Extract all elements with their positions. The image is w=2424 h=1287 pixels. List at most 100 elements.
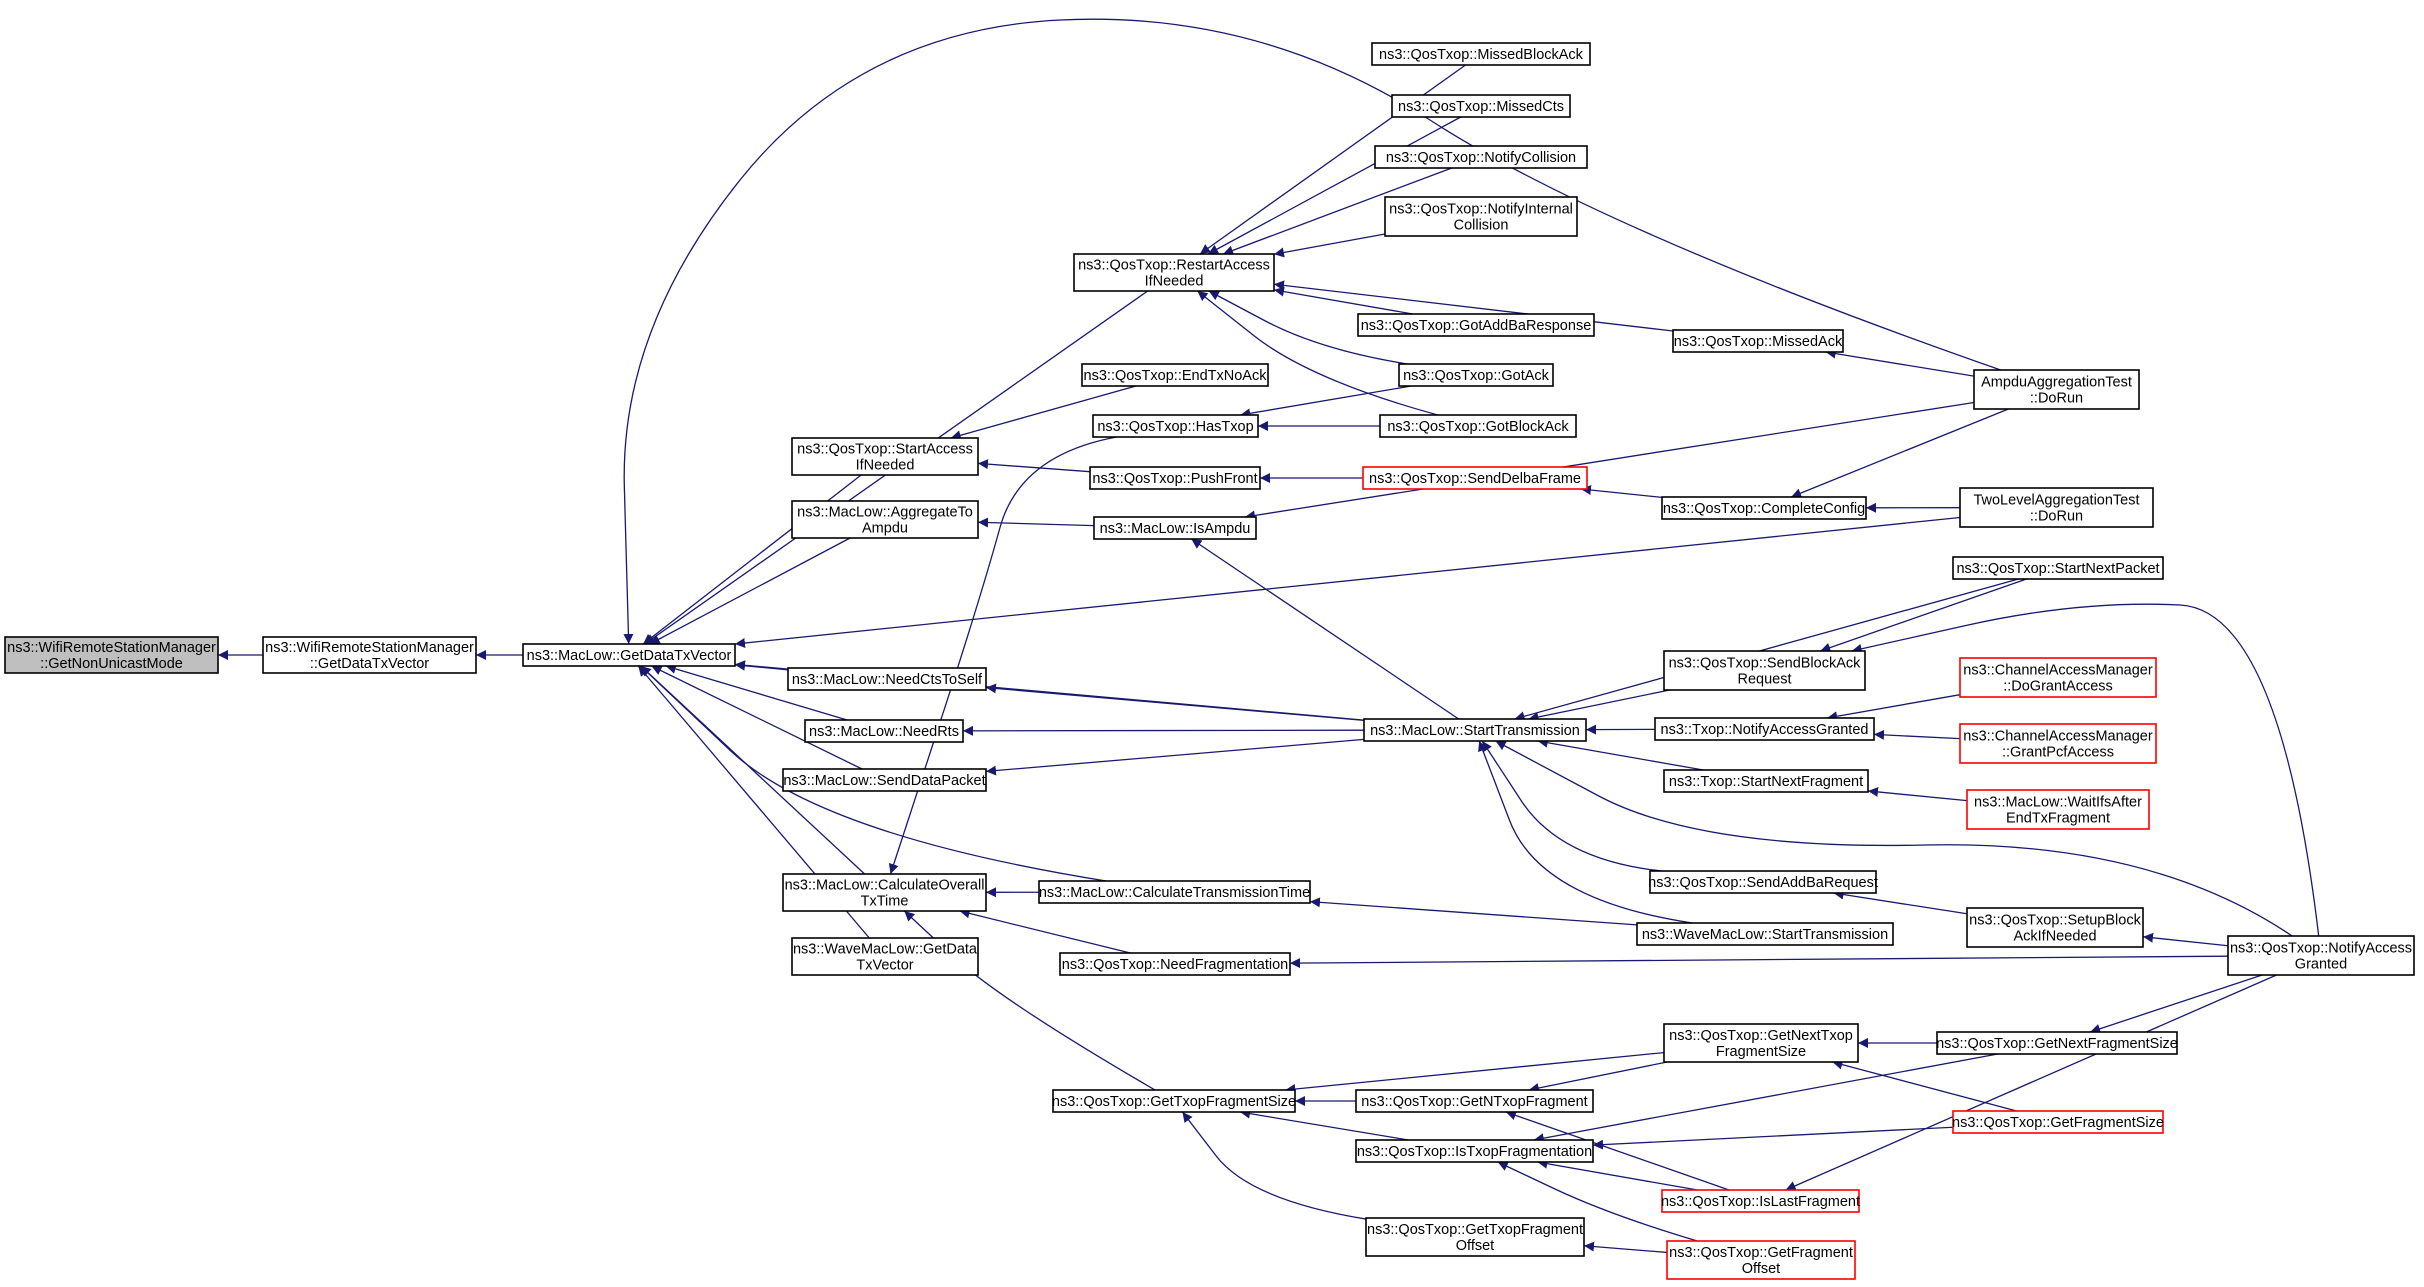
node-wrsm-get-data-tx-vector[interactable]: ns3::WifiRemoteStationManager::GetDataTx… bbox=[262, 636, 477, 674]
node-wave-start-transmission[interactable]: ns3::WaveMacLow::StartTransmission bbox=[1636, 922, 1894, 946]
call-edge bbox=[1873, 729, 1961, 740]
node-txop-start-next-fragment[interactable]: ns3::Txop::StartNextFragment bbox=[1663, 769, 1869, 793]
node-label: ns3::QosTxop::GetFragment bbox=[1669, 1245, 1853, 1261]
call-edge bbox=[1309, 897, 1638, 926]
call-edge bbox=[1528, 1061, 1668, 1093]
node-box bbox=[1379, 414, 1577, 438]
edges-layer bbox=[218, 18, 2320, 1254]
node-notify-collision[interactable]: ns3::QosTxop::NotifyCollision bbox=[1374, 145, 1588, 169]
node-get-n-txop-fragment[interactable]: ns3::QosTxop::GetNTxopFragment bbox=[1355, 1089, 1594, 1113]
call-edge bbox=[1190, 538, 1460, 720]
call-edge bbox=[2089, 974, 2263, 1034]
node-send-data-packet[interactable]: ns3::MacLow::SendDataPacket bbox=[782, 768, 987, 792]
node-box bbox=[1973, 369, 2140, 410]
node-got-block-ack[interactable]: ns3::QosTxop::GotBlockAck bbox=[1379, 414, 1577, 438]
node-push-front[interactable]: ns3::QosTxop::PushFront bbox=[1089, 466, 1261, 490]
call-edge bbox=[1583, 1241, 1668, 1254]
call-edge bbox=[977, 517, 1095, 528]
node-label: ns3::MacLow::NeedRts bbox=[809, 724, 959, 740]
node-box bbox=[1081, 363, 1269, 387]
node-box bbox=[804, 719, 964, 743]
node-get-txop-fragment-size[interactable]: ns3::QosTxop::GetTxopFragmentSize bbox=[1052, 1089, 1296, 1113]
node-get-fragment-size[interactable]: ns3::QosTxop::GetFragmentSize bbox=[1952, 1110, 2164, 1134]
call-edge bbox=[1833, 889, 1968, 915]
node-has-txop[interactable]: ns3::QosTxop::HasTxop bbox=[1092, 414, 1259, 438]
node-label: ns3::MacLow::SendDataPacket bbox=[783, 773, 985, 789]
call-edge bbox=[1244, 401, 1975, 521]
node-complete-config[interactable]: ns3::QosTxop::CompleteConfig bbox=[1661, 496, 1867, 520]
node-need-cts-to-self[interactable]: ns3::MacLow::NeedCtsToSelf bbox=[787, 667, 987, 691]
node-box bbox=[782, 873, 987, 912]
node-got-ack[interactable]: ns3::QosTxop::GotAck bbox=[1398, 363, 1554, 387]
call-edge bbox=[977, 459, 1091, 473]
node-label: ns3::MacLow::AggregateTo bbox=[797, 505, 973, 521]
call-edge bbox=[1867, 786, 1968, 802]
node-missed-block-ack[interactable]: ns3::QosTxop::MissedBlockAck bbox=[1371, 42, 1591, 66]
node-label: ns3::MacLow::CalculateTransmissionTime bbox=[1039, 885, 1310, 901]
node-get-non-unicast-mode[interactable]: ns3::WifiRemoteStationManager::GetNonUni… bbox=[4, 636, 219, 674]
node-get-next-fragment-size[interactable]: ns3::QosTxop::GetNextFragmentSize bbox=[1936, 1031, 2178, 1055]
node-is-ampdu[interactable]: ns3::MacLow::IsAmpdu bbox=[1093, 516, 1257, 540]
node-box bbox=[1092, 414, 1259, 438]
node-box bbox=[1363, 718, 1587, 742]
node-grant-pcf-access[interactable]: ns3::ChannelAccessManager::GrantPcfAcces… bbox=[1959, 723, 2157, 764]
node-notify-access-granted[interactable]: ns3::QosTxop::NotifyAccessGranted bbox=[2227, 935, 2415, 976]
node-need-fragmentation[interactable]: ns3::QosTxop::NeedFragmentation bbox=[1059, 952, 1291, 976]
node-wave-get-data-tx-vector[interactable]: ns3::WaveMacLow::GetDataTxVector bbox=[791, 937, 979, 976]
node-send-delba-frame[interactable]: ns3::QosTxop::SendDelbaFrame bbox=[1362, 466, 1588, 490]
call-edge bbox=[1181, 1111, 1367, 1220]
node-end-tx-no-ack[interactable]: ns3::QosTxop::EndTxNoAck bbox=[1081, 363, 1269, 387]
node-mac-low-start-transmission[interactable]: ns3::MacLow::StartTransmission bbox=[1363, 718, 1587, 742]
node-missed-ack[interactable]: ns3::QosTxop::MissedAck bbox=[1672, 329, 1844, 353]
node-box bbox=[1661, 496, 1867, 520]
node-is-last-fragment[interactable]: ns3::QosTxop::IsLastFragment bbox=[1661, 1189, 1860, 1213]
node-box bbox=[1636, 922, 1894, 946]
node-label: ::DoRun bbox=[2030, 391, 2083, 407]
node-start-next-packet[interactable]: ns3::QosTxop::StartNextPacket bbox=[1952, 556, 2164, 580]
node-label: ns3::QosTxop::NotifyAccess bbox=[2230, 941, 2412, 957]
node-box bbox=[1374, 145, 1588, 169]
node-label: ns3::QosTxop::HasTxop bbox=[1097, 419, 1253, 435]
node-do-grant-access[interactable]: ns3::ChannelAccessManager::DoGrantAccess bbox=[1959, 657, 2157, 698]
node-label: ns3::QosTxop::SetupBlock bbox=[1969, 913, 2141, 929]
node-label: ns3::MacLow::WaitIfsAfter bbox=[1974, 795, 2142, 811]
node-label: Collision bbox=[1454, 218, 1509, 234]
node-label: ns3::QosTxop::GetTxopFragmentSize bbox=[1052, 1094, 1296, 1110]
node-label: ns3::QosTxop::NeedFragmentation bbox=[1062, 957, 1288, 973]
call-edge bbox=[1580, 485, 1663, 499]
node-box bbox=[1663, 1023, 1859, 1063]
node-send-add-ba-request[interactable]: ns3::QosTxop::SendAddBaRequest bbox=[1648, 870, 1878, 894]
node-box bbox=[1666, 1240, 1856, 1280]
node-got-add-ba-response[interactable]: ns3::QosTxop::GotAddBaResponse bbox=[1357, 313, 1595, 337]
node-ampdu-aggregation-test[interactable]: AmpduAggregationTest::DoRun bbox=[1973, 369, 2140, 410]
node-txop-notify-access-granted[interactable]: ns3::Txop::NotifyAccessGranted bbox=[1654, 717, 1875, 741]
node-label: EndTxFragment bbox=[2006, 811, 2110, 827]
call-edge bbox=[1240, 385, 1412, 419]
nodes-layer: ns3::WifiRemoteStationManager::GetNonUni… bbox=[4, 42, 2415, 1280]
node-box bbox=[1073, 253, 1275, 292]
node-label: IfNeeded bbox=[856, 458, 915, 474]
call-edge bbox=[1537, 1158, 1698, 1191]
node-mac-low-get-data-tx-vector[interactable]: ns3::MacLow::GetDataTxVector bbox=[522, 643, 736, 667]
node-two-level-aggregation-test[interactable]: TwoLevelAggregationTest::DoRun bbox=[1959, 487, 2154, 528]
call-edge bbox=[1514, 578, 2019, 722]
node-calculate-transmission-time[interactable]: ns3::MacLow::CalculateTransmissionTime bbox=[1038, 880, 1311, 904]
node-box bbox=[522, 643, 736, 667]
node-missed-cts[interactable]: ns3::QosTxop::MissedCts bbox=[1391, 94, 1571, 118]
node-label: AmpduAggregationTest bbox=[1981, 375, 2132, 391]
node-label: ns3::MacLow::NeedCtsToSelf bbox=[792, 672, 983, 688]
node-box bbox=[1391, 94, 1571, 118]
node-need-rts[interactable]: ns3::MacLow::NeedRts bbox=[804, 719, 964, 743]
node-is-txop-fragmentation[interactable]: ns3::QosTxop::IsTxopFragmentation bbox=[1355, 1139, 1594, 1163]
